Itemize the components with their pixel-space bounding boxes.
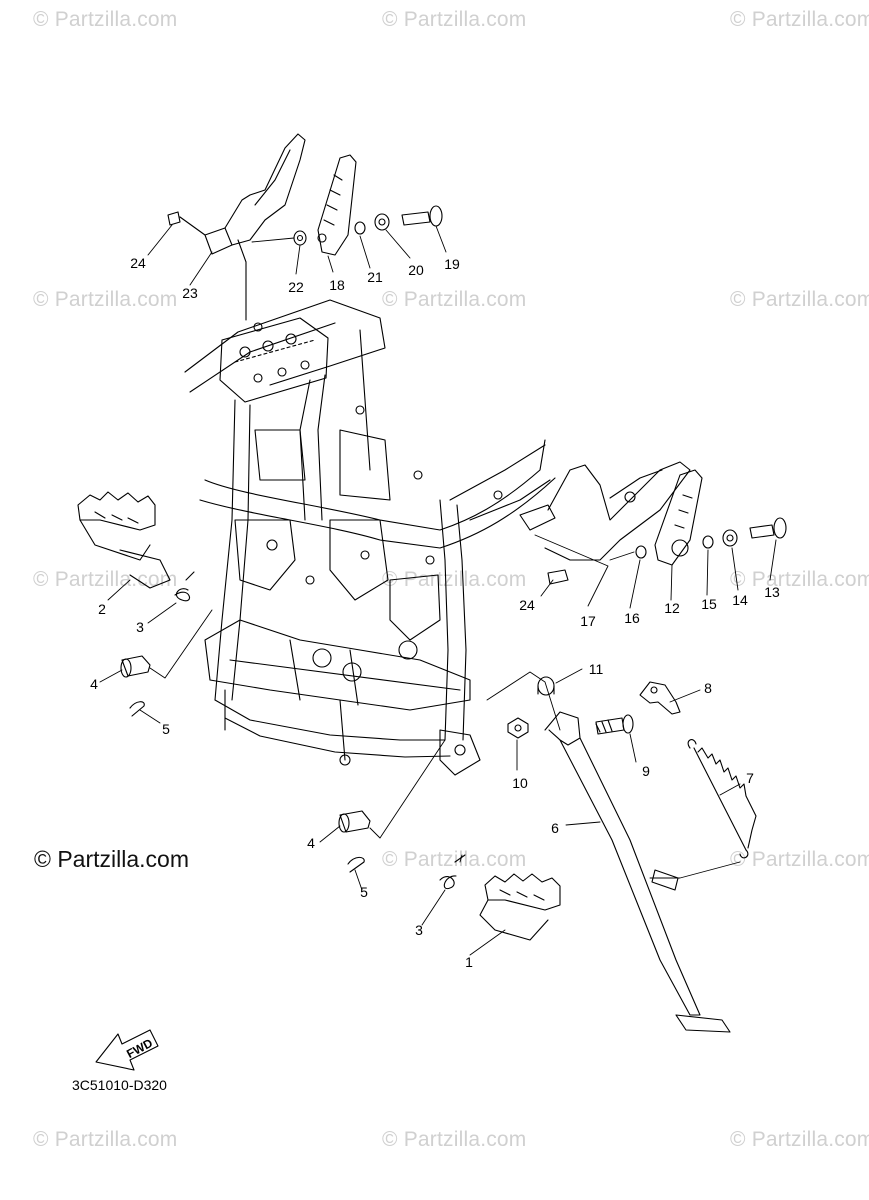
- leader-lines-right: [534, 534, 777, 609]
- watermark: © Partzilla.com: [382, 848, 527, 871]
- watermark: © Partzilla.com: [730, 848, 869, 871]
- callout-10: 10: [512, 775, 528, 791]
- frame: [184, 299, 556, 776]
- callout-24: 24: [130, 255, 146, 271]
- callout-11: 11: [589, 661, 604, 677]
- footrest-right: [338, 810, 561, 941]
- callout-4: 4: [90, 676, 98, 692]
- leader-lines-left: [99, 579, 213, 724]
- callout-15: 15: [701, 596, 717, 612]
- callout-20: 20: [408, 262, 424, 278]
- callout-7: 7: [746, 770, 754, 786]
- callout-18: 18: [329, 277, 345, 293]
- callout-13: 13: [764, 584, 780, 600]
- watermark: © Partzilla.com: [382, 568, 527, 591]
- watermark: © Partzilla.com: [33, 8, 178, 31]
- callout-2: 2: [98, 601, 106, 617]
- watermark: © Partzilla.com: [33, 288, 178, 311]
- callout-1: 1: [465, 954, 473, 970]
- watermark: © Partzilla.com: [33, 568, 178, 591]
- partzilla-watermark: © Partzilla.com: [34, 846, 189, 872]
- callout-16: 16: [624, 610, 640, 626]
- rear-footrest-right: [519, 461, 787, 585]
- fwd-arrow: [95, 1029, 159, 1071]
- sidestand: [507, 676, 757, 1033]
- watermark: © Partzilla.com: [730, 288, 869, 311]
- watermark: © Partzilla.com: [730, 1128, 869, 1151]
- callout-3: 3: [415, 922, 423, 938]
- watermark: © Partzilla.com: [33, 1128, 178, 1151]
- watermark: © Partzilla.com: [382, 1128, 527, 1151]
- callout-5: 5: [360, 884, 368, 900]
- footrest-left: [77, 491, 195, 717]
- watermark: © Partzilla.com: [382, 8, 527, 31]
- callout-14: 14: [732, 592, 748, 608]
- callout-4: 4: [307, 835, 315, 851]
- diagram-code: 3C51010-D320: [72, 1077, 167, 1093]
- callout-22: 22: [288, 279, 304, 295]
- leader-lines-stand: [486, 668, 741, 879]
- watermark: © Partzilla.com: [730, 8, 869, 31]
- callout-23: 23: [182, 285, 198, 301]
- callout-5: 5: [162, 721, 170, 737]
- fwd-label-icon: FWD: [124, 1036, 155, 1061]
- watermark: © Partzilla.com: [730, 568, 869, 591]
- callout-9: 9: [642, 763, 650, 779]
- callout-6: 6: [551, 820, 559, 836]
- callout-3: 3: [136, 619, 144, 635]
- callout-12: 12: [664, 600, 680, 616]
- callout-21: 21: [367, 269, 383, 285]
- fwd-label: FWD: [124, 1036, 155, 1061]
- watermark: © Partzilla.com: [382, 288, 527, 311]
- rear-footrest-left: [167, 133, 443, 321]
- callout-19: 19: [444, 256, 460, 272]
- callout-8: 8: [704, 680, 712, 696]
- leader-lines-right-foot: [319, 739, 506, 956]
- callout-17: 17: [580, 613, 596, 629]
- leader-lines-top: [147, 224, 447, 286]
- callout-24: 24: [519, 597, 535, 613]
